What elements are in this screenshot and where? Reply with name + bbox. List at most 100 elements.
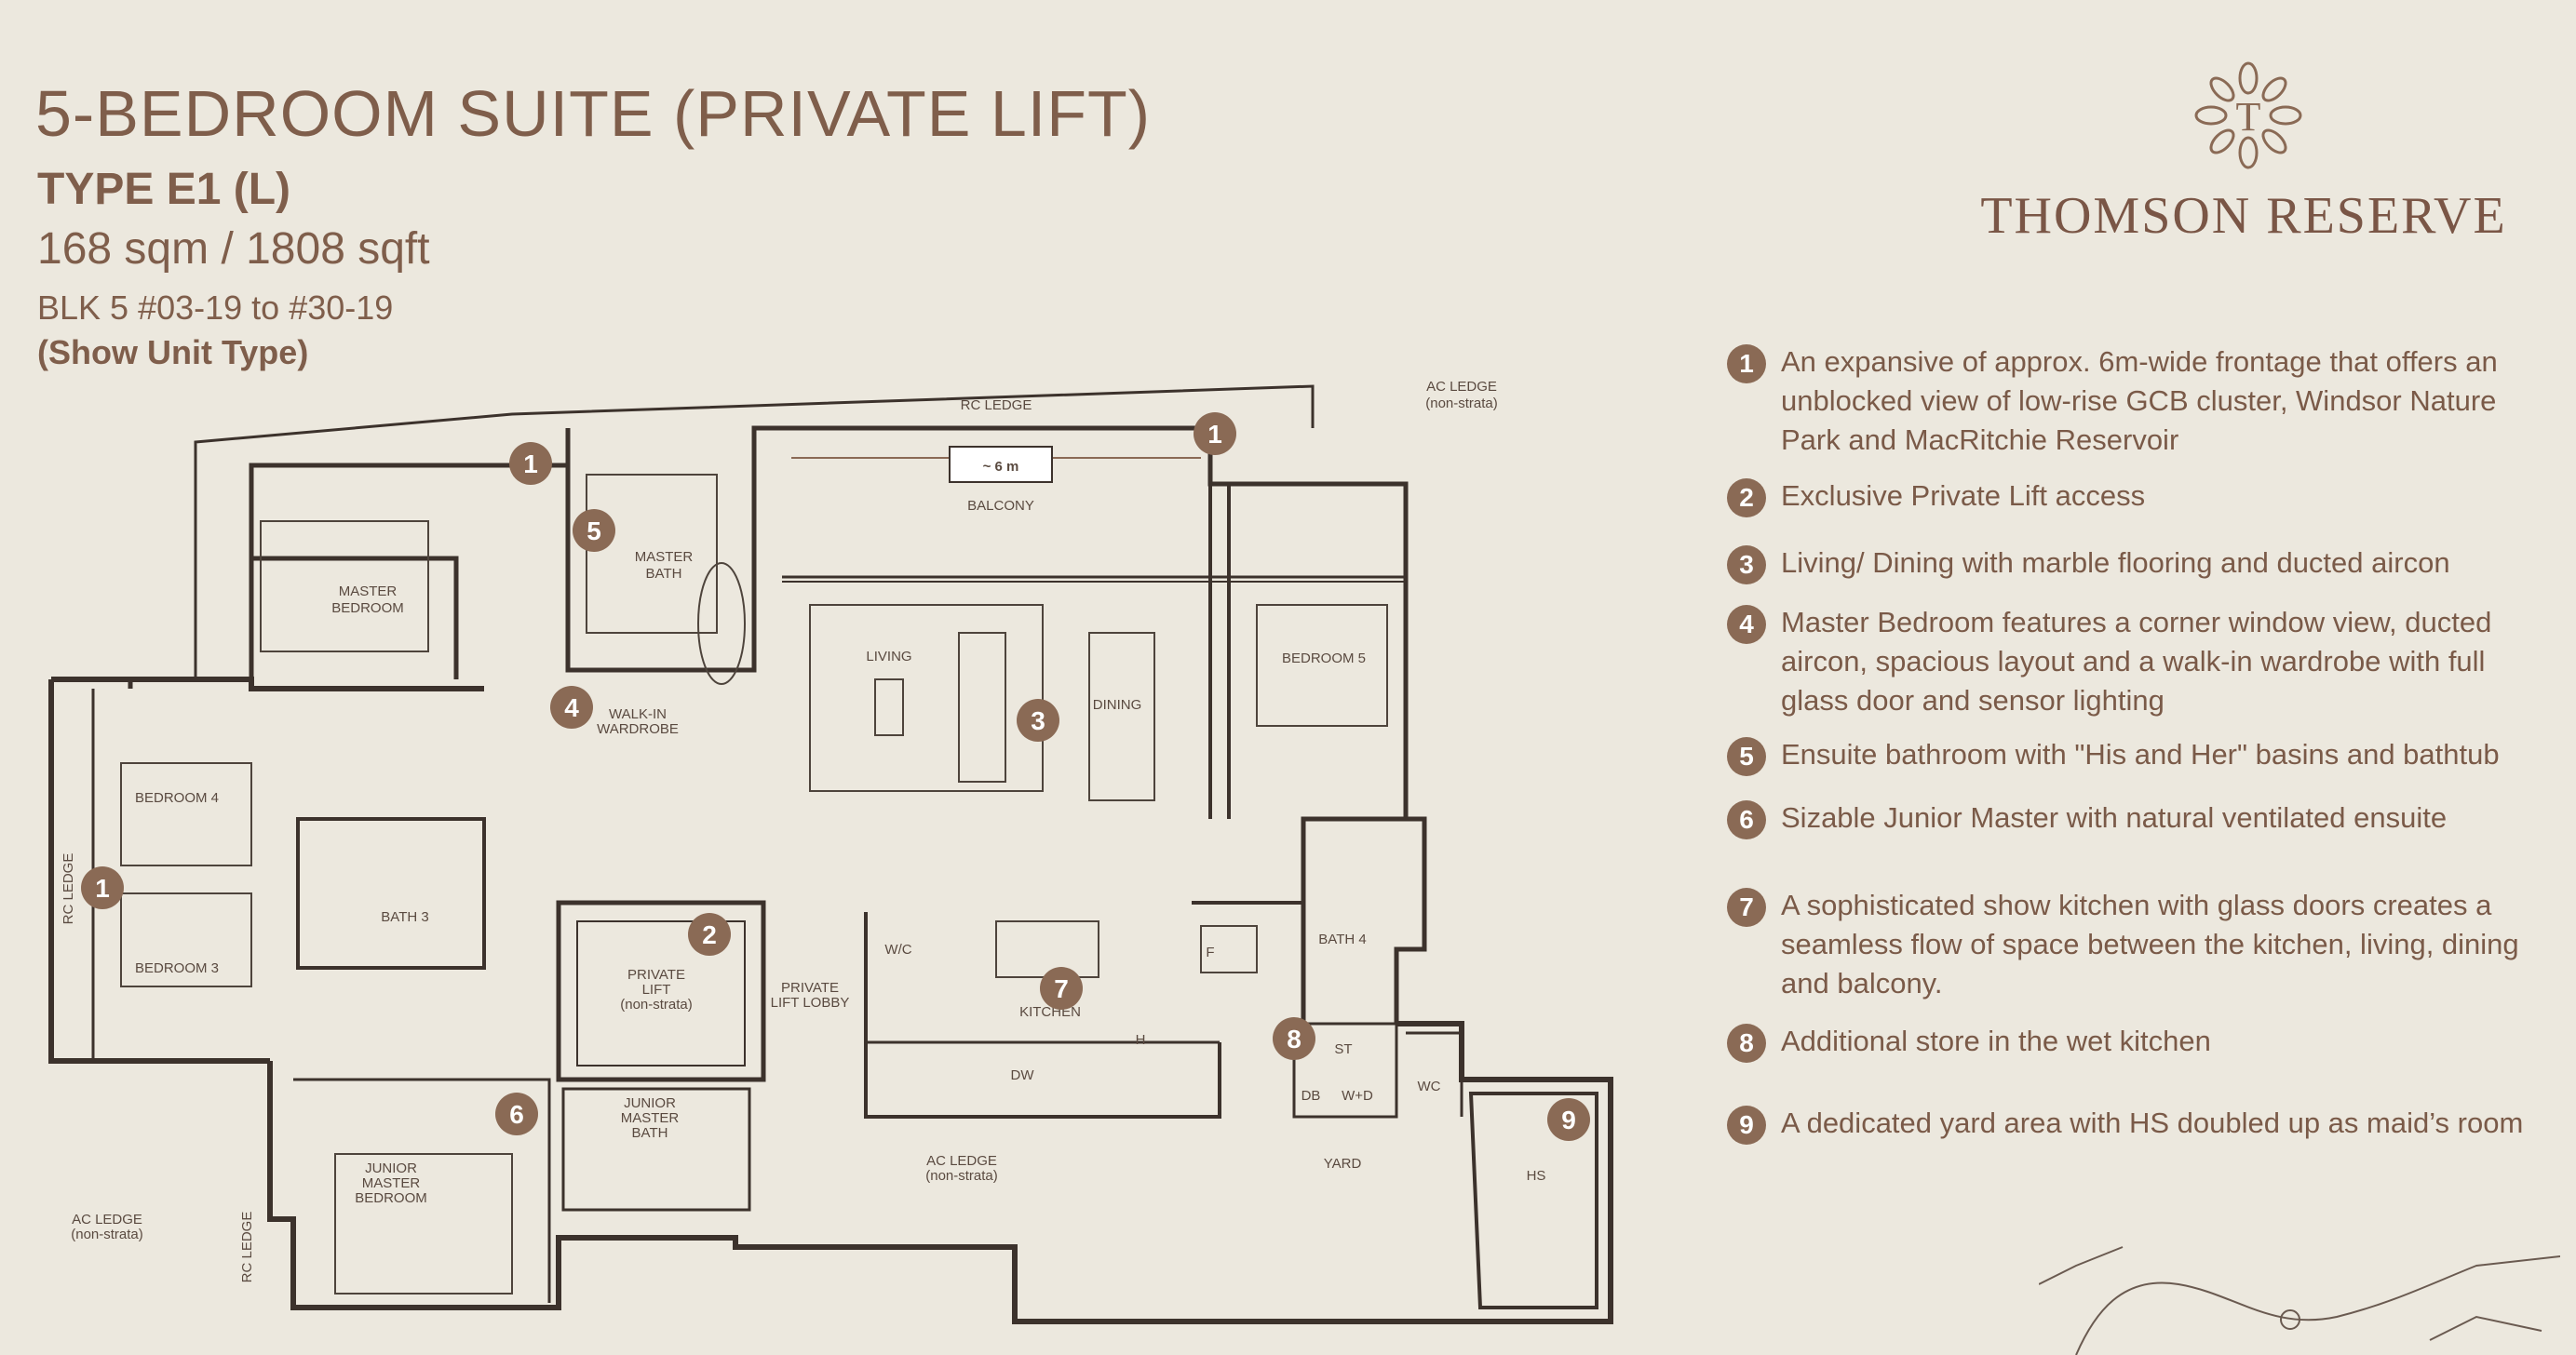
bedroom3-label: BEDROOM 3 — [135, 960, 219, 976]
jm-bath-label-2: MASTER — [621, 1110, 680, 1126]
plan-badge: 1 — [1194, 412, 1236, 455]
frontage-callout: ~ 6 m — [791, 446, 1201, 483]
svg-text:T: T — [2236, 94, 2261, 140]
plan-badge: 3 — [1017, 699, 1059, 742]
floor-plan: ~ 6 m RC LEDGE AC LEDGE (non-strata) BAL… — [48, 379, 1613, 1324]
lift-lobby-label: PRIVATE — [781, 980, 839, 996]
svg-text:9: 9 — [1561, 1106, 1576, 1134]
master-bedroom-label: MASTER — [339, 584, 398, 599]
ac-ledge-top-note: (non-strata) — [1425, 396, 1498, 411]
master-bath-label: MASTER — [635, 549, 694, 565]
dining-label: DINING — [1093, 697, 1142, 713]
plan-badge: 9 — [1547, 1098, 1590, 1141]
feature-number: 1 — [1727, 344, 1766, 383]
feature-item: 5 Ensuite bathroom with "His and Her" ba… — [1727, 735, 2500, 776]
master-bath-label-2: BATH — [646, 566, 682, 582]
brand-name: THOMSON RESERVE — [1980, 187, 2507, 245]
master-bedroom-label-2: BEDROOM — [331, 600, 404, 616]
feature-number: 4 — [1727, 605, 1766, 644]
feature-item: 9 A dedicated yard area with HS doubled … — [1727, 1104, 2523, 1145]
plan-badge: 1 — [509, 442, 552, 485]
wc-label: WC — [1418, 1079, 1441, 1094]
walk-in-label-2: WARDROBE — [597, 721, 679, 737]
svg-text:1: 1 — [95, 874, 110, 903]
feature-item: 8 Additional store in the wet kitchen — [1727, 1022, 2211, 1063]
svg-text:5: 5 — [587, 517, 601, 545]
plan-badge: 8 — [1273, 1017, 1315, 1060]
feature-number: 2 — [1727, 478, 1766, 517]
plan-badge: 4 — [550, 686, 593, 729]
yard-label: YARD — [1324, 1156, 1362, 1172]
feature-item: 4 Master Bedroom features a corner windo… — [1727, 603, 2546, 720]
svg-text:4: 4 — [564, 693, 579, 722]
rc-ledge-left: RC LEDGE — [61, 853, 76, 925]
rc-ledge-top: RC LEDGE — [961, 397, 1032, 413]
ac-ledge-top: AC LEDGE — [1426, 379, 1497, 395]
svg-text:2: 2 — [702, 920, 717, 949]
jm-bath-label: JUNIOR — [624, 1095, 676, 1111]
feature-number: 9 — [1727, 1106, 1766, 1145]
private-lift-label: PRIVATE — [627, 967, 685, 983]
ac-ledge-left: AC LEDGE — [72, 1212, 142, 1228]
feature-text: Ensuite bathroom with "His and Her" basi… — [1781, 738, 2500, 771]
rc-ledge-bottom: RC LEDGE — [239, 1212, 255, 1283]
page-title: 5-BEDROOM SUITE (PRIVATE LIFT) — [35, 77, 1152, 150]
hs-label: HS — [1527, 1168, 1546, 1184]
svg-text:7: 7 — [1054, 974, 1069, 1003]
svg-text:1: 1 — [523, 449, 538, 478]
jm-bedroom-label-3: BEDROOM — [355, 1190, 427, 1206]
jm-bedroom-label-2: MASTER — [362, 1175, 421, 1191]
feature-text: Living/ Dining with marble flooring and … — [1781, 546, 2450, 579]
bath4-label: BATH 4 — [1318, 932, 1366, 947]
svg-text:6: 6 — [509, 1100, 524, 1129]
feature-text: Exclusive Private Lift access — [1781, 479, 2146, 512]
site-minimap — [2039, 1246, 2560, 1355]
feature-item: 7 A sophisticated show kitchen with glas… — [1727, 886, 2546, 1003]
unit-block: BLK 5 #03-19 to #30-19 — [37, 288, 394, 327]
svg-text:1: 1 — [1207, 420, 1222, 449]
lift-lobby-label-2: LIFT LOBBY — [771, 995, 850, 1011]
unit-type: TYPE E1 (L) — [37, 165, 291, 214]
store-label: ST — [1334, 1041, 1352, 1057]
feature-number: 3 — [1727, 545, 1766, 584]
feature-text: A dedicated yard area with HS doubled up… — [1781, 1107, 2524, 1139]
furniture — [120, 474, 1388, 1295]
fridge-label: F — [1206, 945, 1214, 960]
feature-number: 7 — [1727, 888, 1766, 927]
feature-number: 6 — [1727, 800, 1766, 839]
plan-badge: 6 — [495, 1093, 538, 1135]
feature-number: 8 — [1727, 1024, 1766, 1063]
feature-text: Sizable Junior Master with natural venti… — [1781, 801, 2448, 834]
feature-text: Additional store in the wet kitchen — [1781, 1025, 2211, 1057]
private-lift-label-3: (non-strata) — [620, 997, 693, 1013]
feature-item: 3 Living/ Dining with marble flooring an… — [1727, 543, 2450, 584]
private-lift-label-2: LIFT — [642, 982, 671, 998]
ac-ledge-left-note: (non-strata) — [71, 1227, 143, 1242]
bath3-label: BATH 3 — [381, 909, 428, 925]
show-unit-note: (Show Unit Type) — [37, 333, 309, 371]
feature-item: 1 An expansive of approx. 6m-wide fronta… — [1727, 342, 2546, 460]
living-label: LIVING — [866, 649, 911, 664]
wc-small-label: W/C — [884, 942, 911, 958]
jm-bath-label-3: BATH — [632, 1125, 668, 1141]
db-label: DB — [1301, 1088, 1321, 1104]
svg-text:3: 3 — [1031, 706, 1045, 735]
hob-label: H — [1136, 1032, 1146, 1048]
dishwasher-label: DW — [1011, 1067, 1035, 1083]
bedroom5-label: BEDROOM 5 — [1282, 651, 1366, 666]
feature-item: 6 Sizable Junior Master with natural ven… — [1727, 798, 2447, 839]
plan-badge: 2 — [688, 913, 731, 956]
washer-dryer-label: W+D — [1342, 1088, 1373, 1104]
plan-badge: 7 — [1040, 967, 1083, 1010]
feature-text: An expansive of approx. 6m-wide frontage… — [1781, 345, 2498, 456]
frontage-label: ~ 6 m — [983, 459, 1019, 475]
feature-item: 2 Exclusive Private Lift access — [1727, 476, 2145, 517]
jm-bedroom-label: JUNIOR — [365, 1160, 417, 1176]
unit-area: 168 sqm / 1808 sqft — [37, 224, 430, 274]
feature-text: A sophisticated show kitchen with glass … — [1781, 889, 2519, 999]
svg-text:8: 8 — [1287, 1025, 1301, 1053]
bedroom4-label: BEDROOM 4 — [135, 790, 219, 806]
ac-ledge-mid: AC LEDGE — [926, 1153, 997, 1169]
balcony-label: BALCONY — [967, 498, 1034, 514]
feature-number: 5 — [1727, 737, 1766, 776]
